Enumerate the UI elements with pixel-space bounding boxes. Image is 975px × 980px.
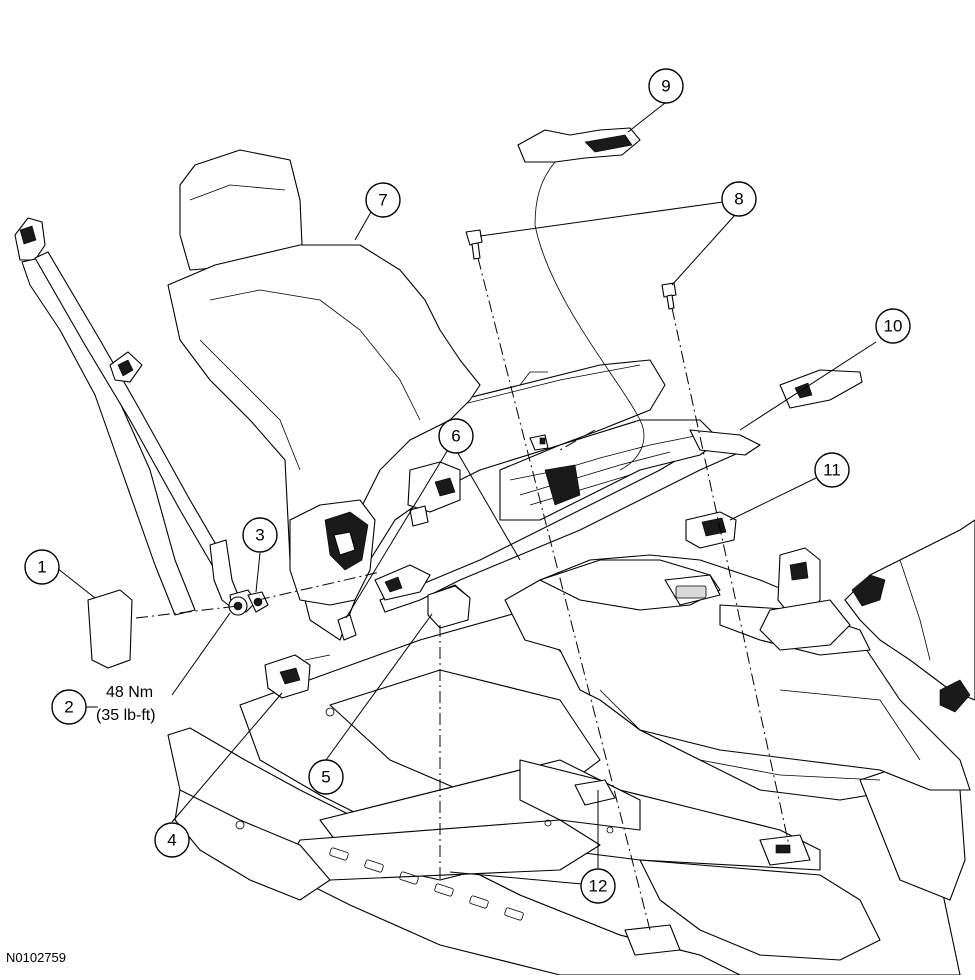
seat-back xyxy=(167,149,481,606)
gear-shifter xyxy=(759,547,851,651)
callout-1-label: 1 xyxy=(37,558,46,577)
callout-5: 5 xyxy=(308,759,344,795)
callout-9: 9 xyxy=(648,68,684,104)
callout-3-label: 3 xyxy=(255,526,264,545)
torque-spec: 48 Nm (35 lb-ft) xyxy=(96,684,156,724)
torque-imperial: (35 lb-ft) xyxy=(96,707,156,724)
callout-1: 1 xyxy=(24,549,60,585)
component-10 xyxy=(779,369,863,409)
track-cover-5 xyxy=(427,585,471,629)
floor-pan xyxy=(167,611,966,976)
callout-12: 12 xyxy=(580,868,616,904)
floor-rail-holes xyxy=(235,707,614,921)
centerlines xyxy=(135,257,791,931)
callout-3: 3 xyxy=(242,517,278,553)
track-cover-4 xyxy=(264,654,331,699)
callout-4-label: 4 xyxy=(167,831,176,850)
callout-12-label: 12 xyxy=(589,877,608,896)
seat-belt xyxy=(14,217,257,669)
callout-2-label: 2 xyxy=(64,698,73,717)
callout-7-label: 7 xyxy=(378,191,387,210)
leaders xyxy=(56,102,877,885)
floor-seat-anchor-lower xyxy=(624,924,681,956)
center-console xyxy=(504,519,975,791)
component-9 xyxy=(517,127,645,471)
callout-11: 11 xyxy=(814,452,850,488)
callout-6-label: 6 xyxy=(451,427,460,446)
callout-8-label: 8 xyxy=(734,190,743,209)
bolt-6 xyxy=(337,614,357,641)
callout-8: 8 xyxy=(721,181,757,217)
callout-7: 7 xyxy=(365,182,401,218)
callout-10-label: 10 xyxy=(884,317,903,336)
torque-metric: 48 Nm xyxy=(106,684,153,701)
seat-frame-track xyxy=(374,419,761,626)
callout-10: 10 xyxy=(875,308,911,344)
callout-5-label: 5 xyxy=(321,768,330,787)
callout-6: 6 xyxy=(438,418,474,454)
callout-9-label: 9 xyxy=(661,77,670,96)
belt-anchor-bolt xyxy=(228,591,269,616)
bolt-8b xyxy=(661,282,677,310)
component-11 xyxy=(685,511,737,549)
callout-2: 2 xyxy=(51,689,87,725)
callout-4: 4 xyxy=(154,822,190,858)
callout-11-label: 11 xyxy=(823,461,841,480)
figure-id: N0102759 xyxy=(6,950,66,965)
floor-seat-anchor-front xyxy=(574,779,616,806)
bolt-8a xyxy=(465,229,483,260)
